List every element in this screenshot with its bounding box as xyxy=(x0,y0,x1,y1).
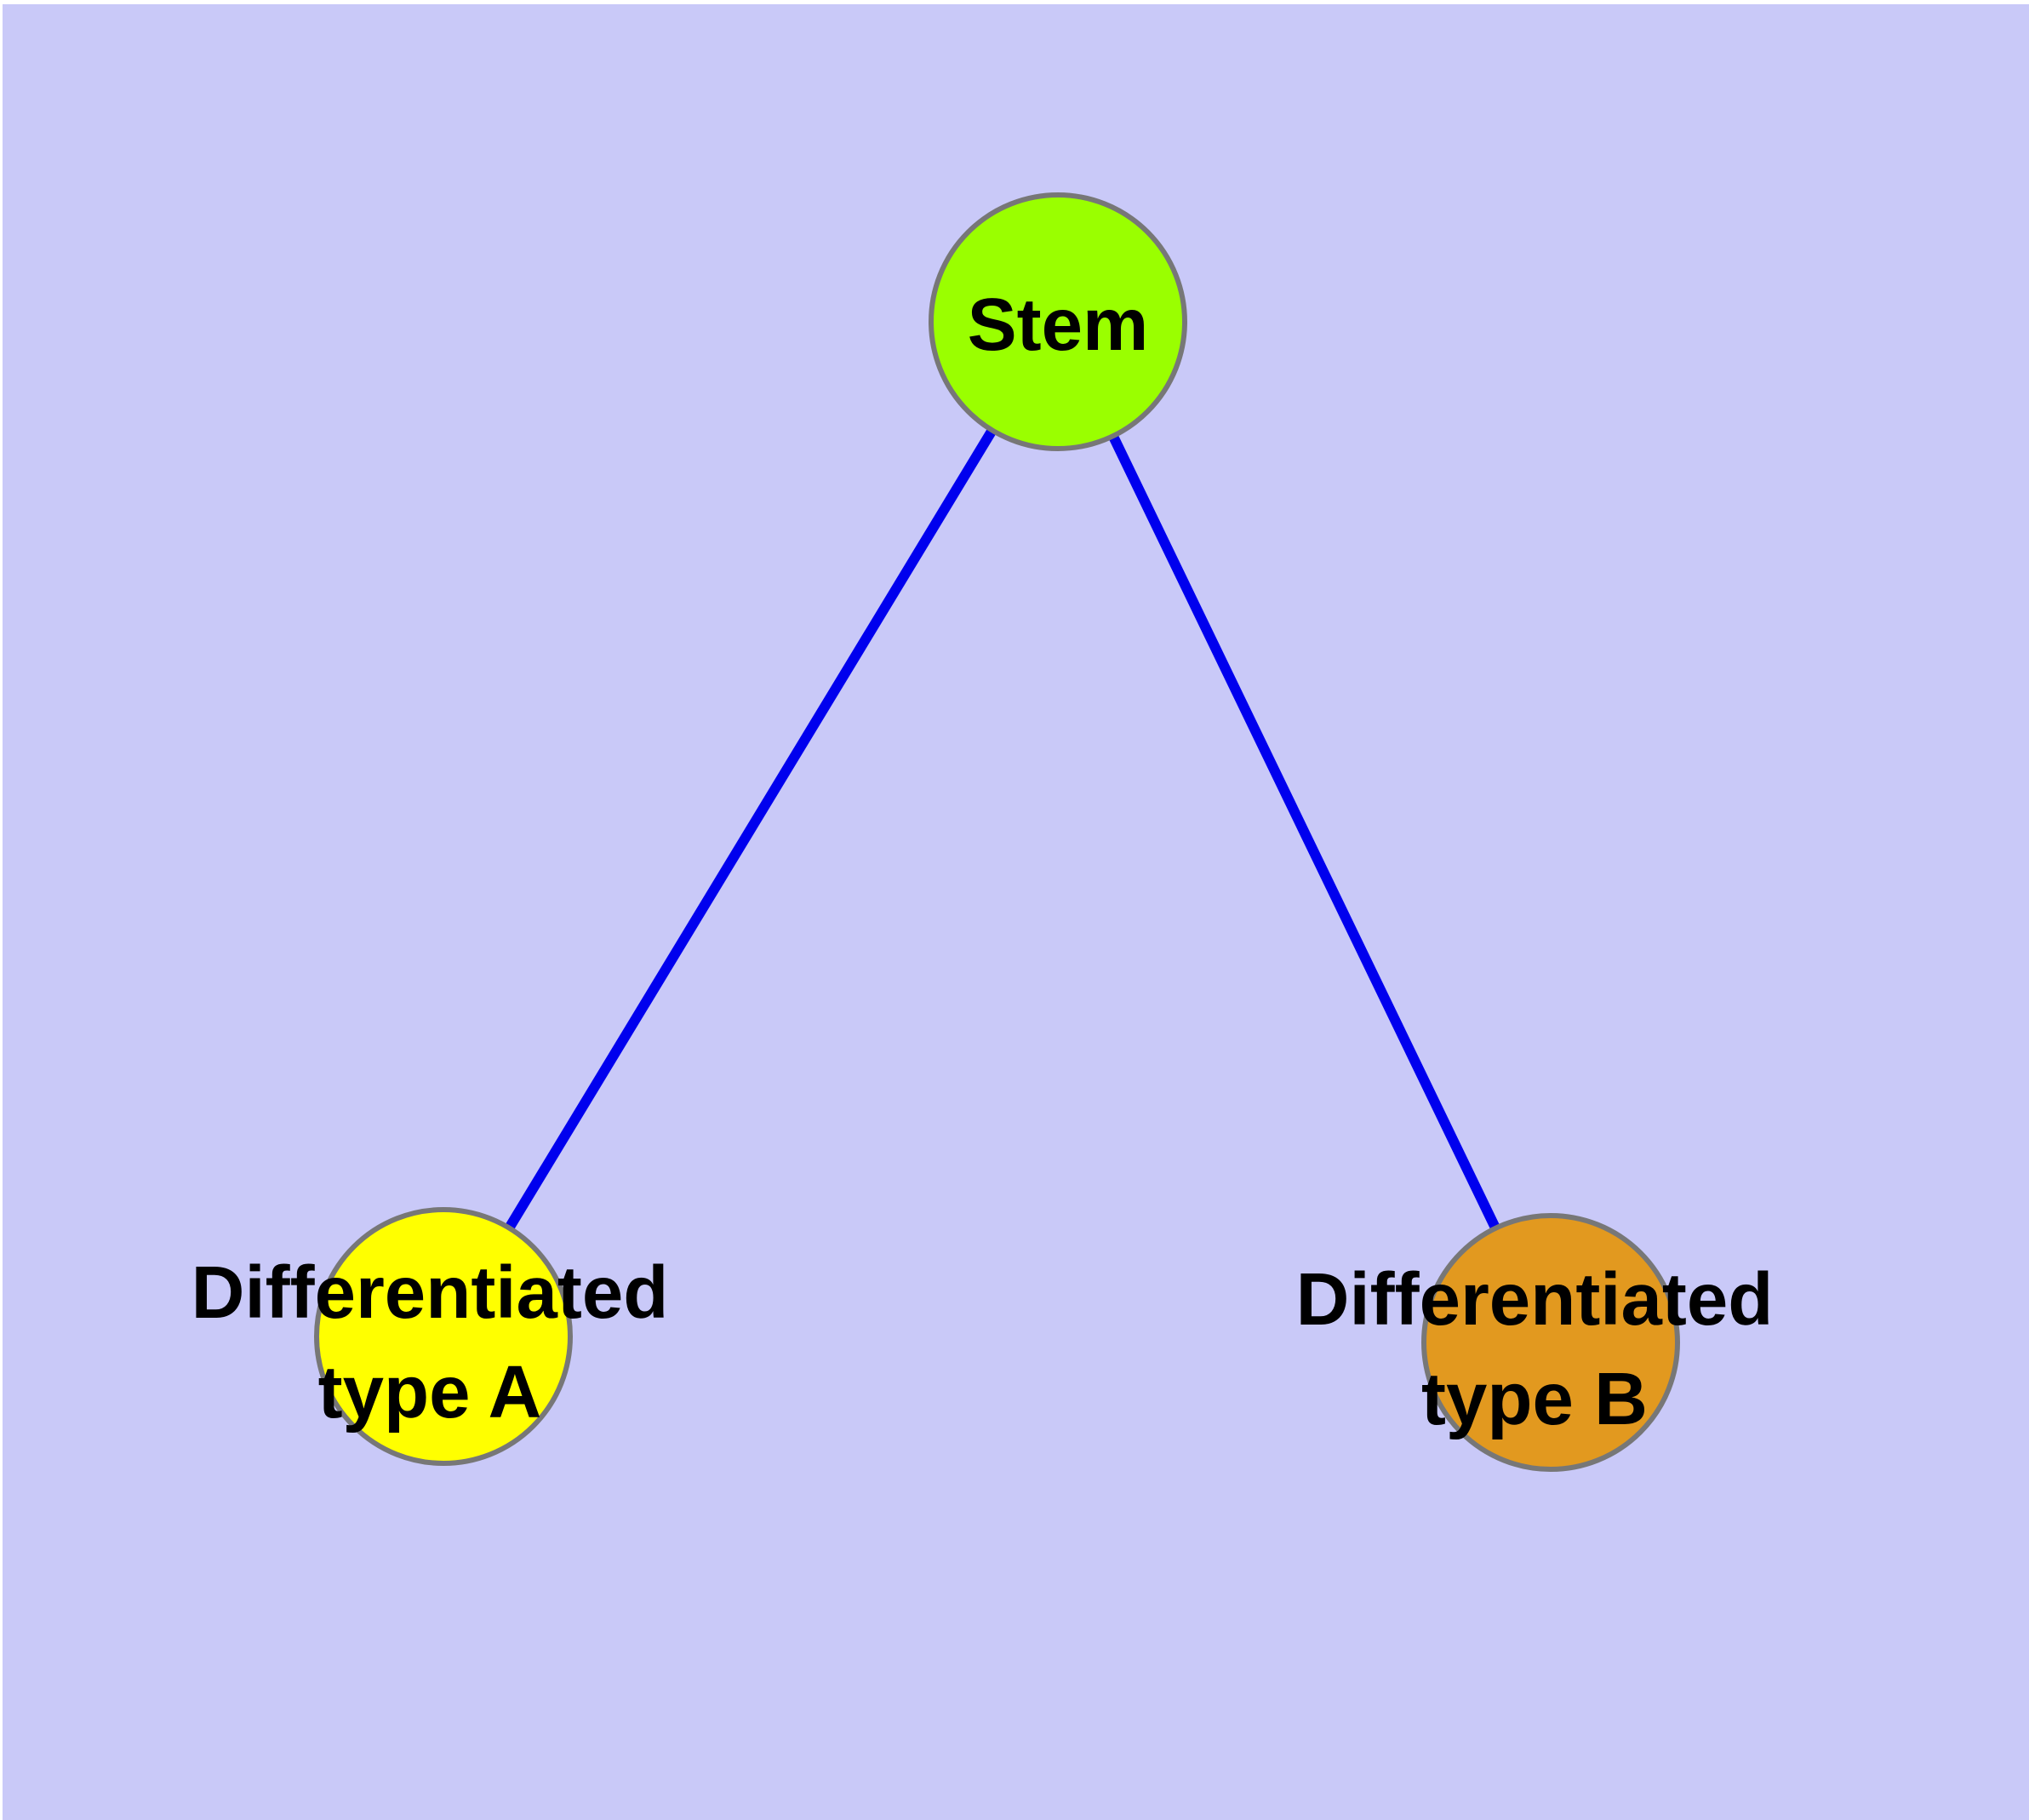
node-type-a xyxy=(314,1207,573,1466)
graph-svg: Stem Differentiated type A Differentiate… xyxy=(3,4,2029,1820)
edge-stem-to-type-b xyxy=(1053,319,1556,1345)
node-type-b-label-line2: type B xyxy=(1421,1358,1648,1440)
node-type-a-label-line2: type A xyxy=(318,1351,542,1434)
node-type-a-label-line1: Differentiated xyxy=(191,1251,669,1334)
node-type-b xyxy=(1421,1213,1680,1472)
node-stem-label: Stem xyxy=(968,283,1149,366)
graph-canvas: Stem Differentiated type A Differentiate… xyxy=(3,4,2029,1820)
edge-stem-to-type-a xyxy=(438,318,1063,1340)
node-type-b-label-line1: Differentiated xyxy=(1296,1258,1774,1341)
node-stem xyxy=(929,192,1187,451)
